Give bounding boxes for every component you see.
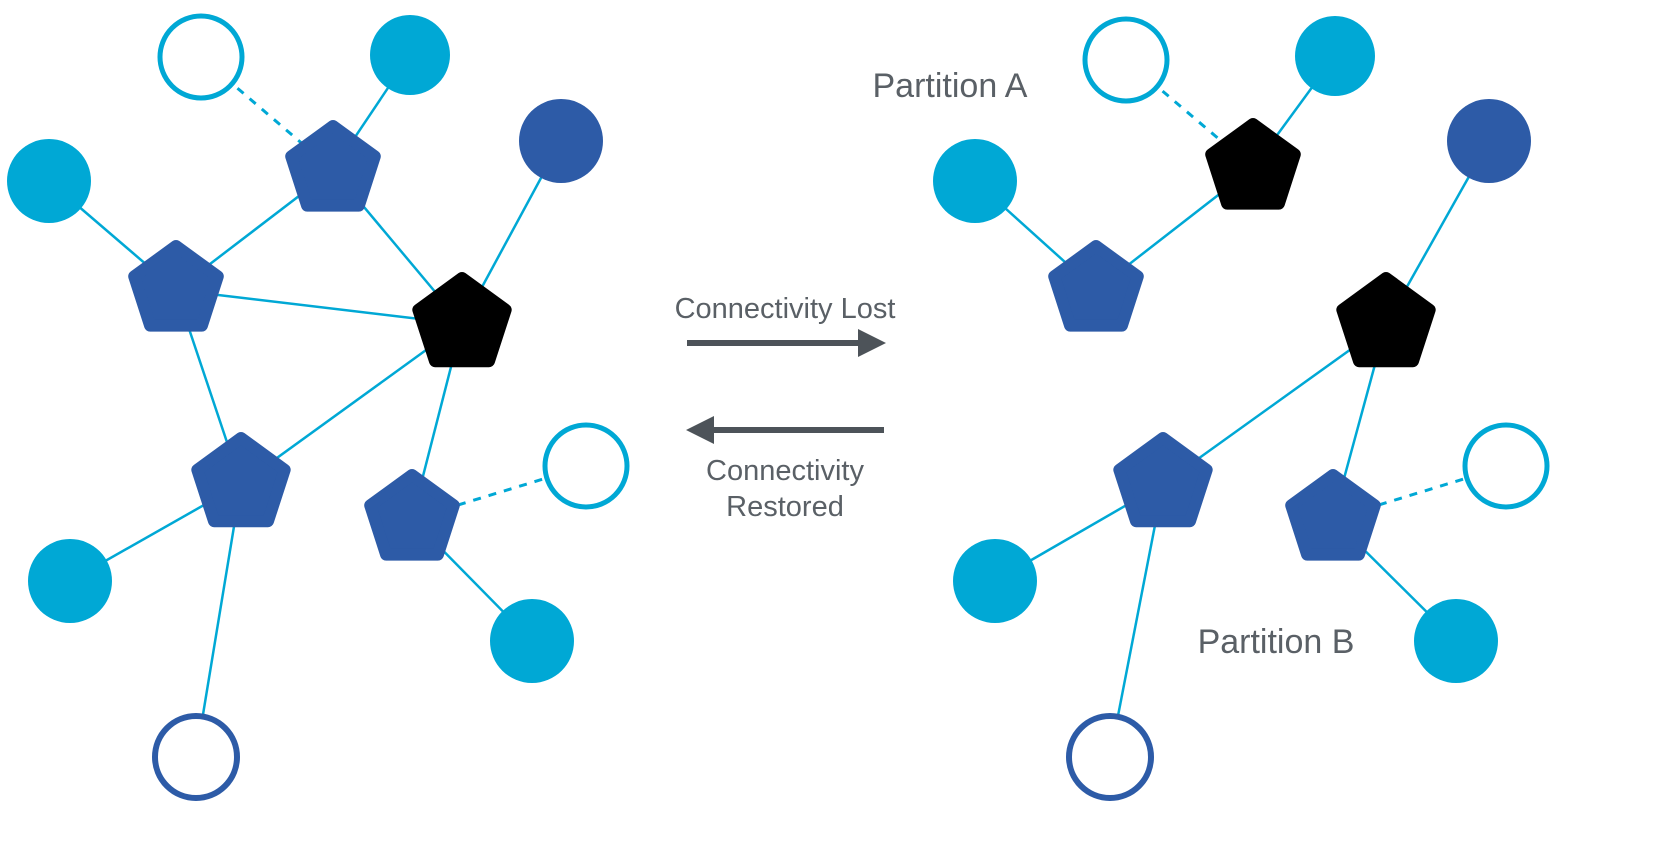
arrow-head-icon <box>858 329 886 357</box>
pentagon-node-dark_blue <box>191 432 291 528</box>
transition-arrows <box>686 329 886 444</box>
circle-node-white <box>1462 422 1550 510</box>
circle-node-white <box>152 713 240 801</box>
circle-node-cyan <box>1295 16 1375 96</box>
circle-node-cyan <box>28 539 112 623</box>
circle-node-cyan <box>933 139 1017 223</box>
circle-node-dark_blue <box>1447 99 1531 183</box>
pentagon-node-dark_blue <box>1048 240 1144 332</box>
pentagon-node-dark_blue <box>285 120 381 212</box>
connectivity-restored-arrow <box>686 416 884 444</box>
pentagon-node-black <box>1336 272 1436 368</box>
pentagon-node-dark_blue <box>1113 432 1213 528</box>
arrow-head-icon <box>686 416 714 444</box>
pentagon-node-dark_blue <box>364 469 460 561</box>
pentagon-node-dark_blue <box>128 240 224 332</box>
circle-node-cyan <box>7 139 91 223</box>
partitioned-network <box>933 16 1550 801</box>
circle-node-white <box>1082 16 1170 104</box>
connectivity-lost-label: Connectivity Lost <box>675 293 896 325</box>
circle-node-cyan <box>370 15 450 95</box>
circle-node-cyan <box>953 539 1037 623</box>
circle-node-cyan <box>490 599 574 683</box>
connectivity-restored-label-line1: Connectivity <box>706 455 864 487</box>
connectivity-lost-arrow <box>687 329 886 357</box>
circle-node-white <box>1066 713 1154 801</box>
connectivity-restored-label-line2: Restored <box>726 491 844 523</box>
circle-node-dark_blue <box>519 99 603 183</box>
network-edge <box>175 288 463 326</box>
circle-node-white <box>542 422 630 510</box>
pentagon-node-dark_blue <box>1285 469 1381 561</box>
circle-node-cyan <box>1414 599 1498 683</box>
circle-node-white <box>157 13 245 101</box>
partition-a-label: Partition A <box>873 67 1028 105</box>
network-edge <box>194 483 243 758</box>
connected-network <box>7 13 630 801</box>
network-edge <box>1162 322 1387 486</box>
network-edge <box>240 322 463 486</box>
network-edge-dashed <box>1125 58 1254 170</box>
partition-b-label: Partition B <box>1198 623 1355 661</box>
network-edge <box>1108 483 1165 758</box>
pentagon-node-black <box>1205 118 1301 210</box>
pentagon-node-black <box>412 272 512 368</box>
